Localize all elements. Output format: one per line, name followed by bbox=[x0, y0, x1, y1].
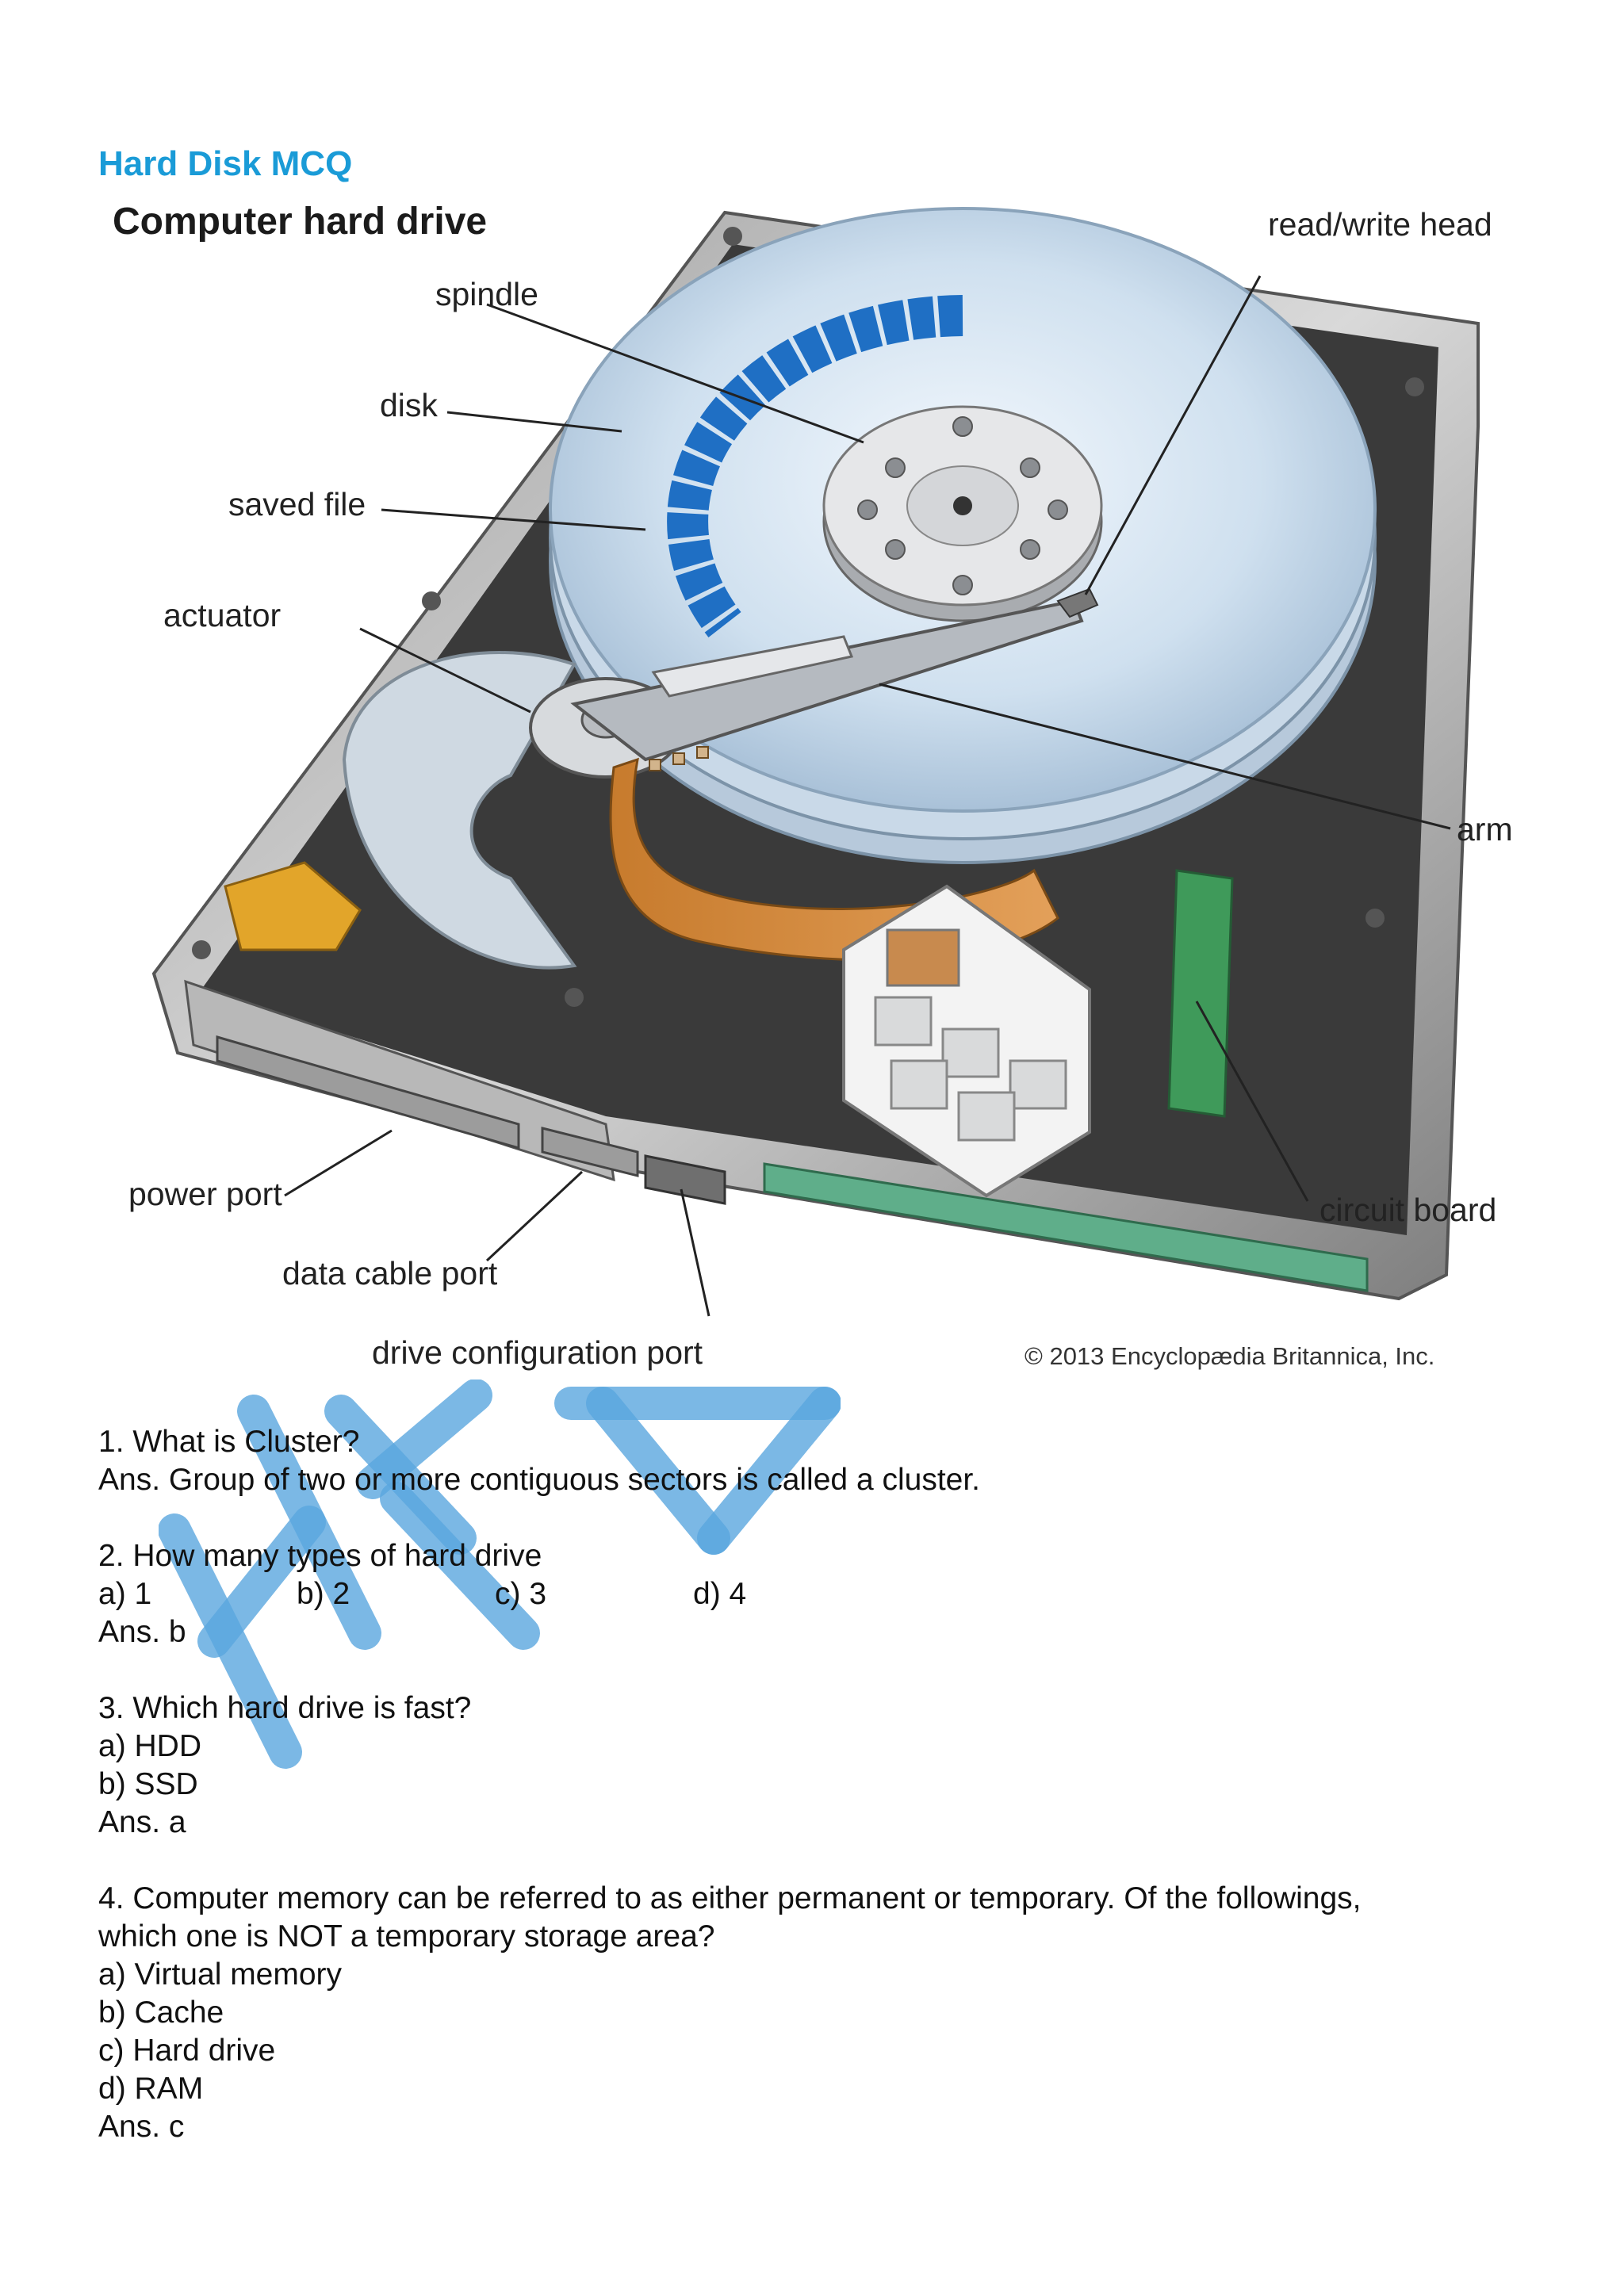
question-4-line-2: which one is NOT a temporary storage are… bbox=[98, 1919, 715, 1954]
answer-1: Ans. Group of two or more contiguous sec… bbox=[98, 1463, 981, 1497]
data-cable-port-shape bbox=[541, 1127, 639, 1177]
options-row-2: a) 1 b) 2 c) 3 d) 4 bbox=[98, 1575, 1526, 1613]
option-2b: b) 2 bbox=[297, 1577, 350, 1611]
option-2a: a) 1 bbox=[98, 1577, 152, 1611]
figure-title: Computer hard drive bbox=[113, 201, 488, 243]
question-list: 1. What is Cluster? Ans. Group of two or… bbox=[98, 1423, 1526, 2146]
hard-drive-illustration bbox=[151, 207, 1480, 1317]
label-circuit-board: circuit board bbox=[1320, 1192, 1497, 1228]
hard-drive-diagram: Computer hard drive spindle disk saved f… bbox=[98, 189, 1542, 1386]
option-4c: c) Hard drive bbox=[98, 2034, 276, 2068]
label-actuator: actuator bbox=[163, 597, 282, 633]
question-3: 3. Which hard drive is fast? bbox=[98, 1691, 472, 1725]
answer-4: Ans. c bbox=[98, 2110, 185, 2144]
option-2c: c) 3 bbox=[495, 1577, 547, 1611]
page-title: Hard Disk MCQ bbox=[98, 144, 353, 183]
question-1: 1. What is Cluster? bbox=[98, 1425, 360, 1459]
label-saved-file: saved file bbox=[228, 486, 366, 522]
label-disk: disk bbox=[380, 387, 438, 423]
question-4-line-1: 4. Computer memory can be referred to as… bbox=[98, 1881, 1362, 1915]
copyright-notice: © 2013 Encyclopædia Britannica, Inc. bbox=[1025, 1342, 1435, 1370]
label-power-port: power port bbox=[128, 1176, 282, 1212]
read-write-head bbox=[1056, 587, 1099, 618]
label-data-cable-port: data cable port bbox=[282, 1255, 498, 1292]
answer-2: Ans. b bbox=[98, 1615, 186, 1649]
option-4d: d) RAM bbox=[98, 2072, 204, 2106]
circuit-board-edge bbox=[763, 1162, 1369, 1292]
saved-file-arc bbox=[667, 295, 963, 637]
power-port-shape bbox=[216, 1035, 520, 1150]
answer-3: Ans. a bbox=[98, 1805, 186, 1839]
option-2d: d) 4 bbox=[693, 1577, 747, 1611]
label-drive-configuration-port: drive configuration port bbox=[372, 1334, 703, 1371]
actuator-arm bbox=[570, 599, 1084, 762]
label-read-write-head: read/write head bbox=[1268, 206, 1492, 243]
option-4b: b) Cache bbox=[98, 1996, 224, 2030]
option-3a: a) HDD bbox=[98, 1729, 202, 1763]
option-4a: a) Virtual memory bbox=[98, 1957, 343, 1992]
config-port-shape bbox=[644, 1154, 726, 1205]
label-spindle: spindle bbox=[435, 276, 538, 312]
option-3b: b) SSD bbox=[98, 1767, 198, 1801]
label-arm: arm bbox=[1457, 811, 1513, 848]
magnet-yellow bbox=[224, 861, 362, 951]
question-2: 2. How many types of hard drive bbox=[98, 1539, 542, 1573]
circuit-board bbox=[1167, 869, 1234, 1118]
actuator-plate bbox=[342, 651, 577, 970]
